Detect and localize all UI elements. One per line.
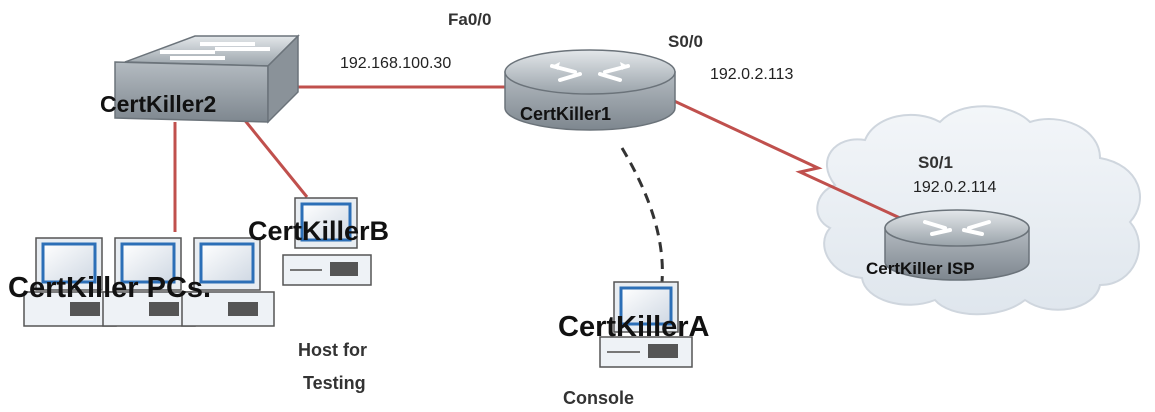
- ip-label-s01: 192.0.2.114: [913, 179, 996, 196]
- computer-icon[interactable]: [181, 237, 275, 327]
- interface-label-s00: S0/0: [668, 32, 703, 51]
- link-switch-hostb: [241, 117, 309, 198]
- computer-icon[interactable]: [282, 197, 372, 286]
- device-label-host-b: CertKillerB: [248, 216, 389, 246]
- link-router1-isp-serial: [671, 98, 901, 220]
- caption-testing: Testing: [303, 373, 366, 393]
- caption-console: Console: [563, 388, 634, 408]
- links: [173, 85, 901, 283]
- device-label-router1: CertKiller1: [520, 104, 611, 124]
- ip-label-fa00: 192.168.100.30: [340, 55, 451, 72]
- device-label-switch: CertKiller2: [100, 91, 216, 117]
- link-router1-hosta-console: [620, 147, 664, 283]
- router-icon[interactable]: [504, 49, 676, 131]
- ip-label-s00: 192.0.2.113: [710, 66, 793, 83]
- device-label-pcs: CertKiller PCs.: [8, 272, 211, 304]
- switch-icon[interactable]: [114, 34, 300, 124]
- device-label-host-a: CertKillerA: [558, 311, 710, 343]
- isp-router-icon[interactable]: [884, 209, 1030, 281]
- device-label-isp-router: CertKiller ISP: [866, 259, 975, 278]
- computer-icon[interactable]: [599, 281, 693, 368]
- interface-label-fa00: Fa0/0: [448, 10, 491, 29]
- computer-icon[interactable]: [102, 237, 196, 327]
- interface-label-s01: S0/1: [918, 153, 953, 172]
- caption-host-for: Host for: [298, 340, 367, 360]
